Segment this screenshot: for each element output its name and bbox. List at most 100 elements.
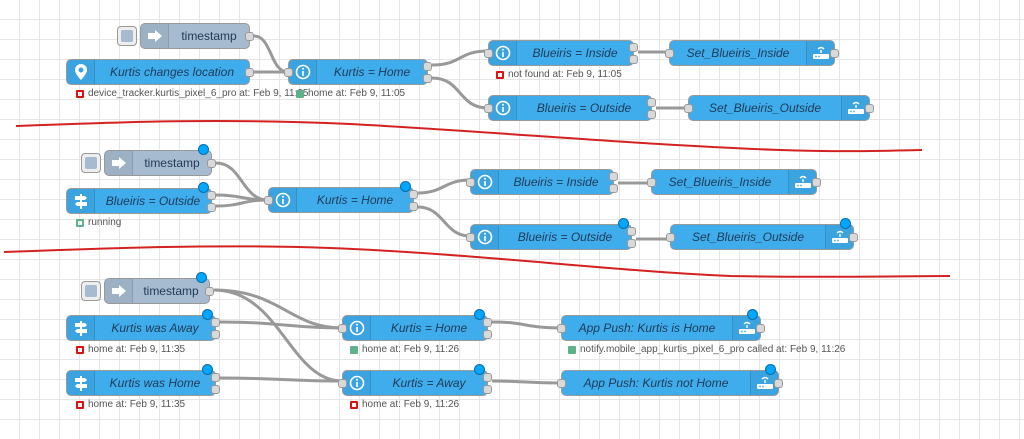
status-error-icon [76,400,84,409]
changed-indicator [747,309,758,320]
output-port-false[interactable] [629,55,638,64]
service-node-set-blueiris-outside[interactable]: Set_Blueiris_Outside [666,218,858,250]
input-port[interactable] [647,178,656,187]
node-label: Kurtis = Home [390,321,468,335]
output-port-true[interactable] [629,43,638,52]
service-node-app-push-kurtis-not-home[interactable]: App Push: Kurtis not Home [557,364,783,396]
router-icon [750,371,778,395]
state-node-blueiris-inside[interactable]: Blueiris = Inside [466,169,618,195]
changed-indicator [202,309,213,320]
router-icon [788,170,816,194]
input-port[interactable] [684,104,693,113]
input-port[interactable] [665,49,674,58]
input-port[interactable] [557,379,566,388]
output-port-true[interactable] [647,98,656,107]
output-port[interactable] [207,159,216,168]
output-port-1[interactable] [211,318,220,327]
input-port[interactable] [666,233,675,242]
input-port[interactable] [284,68,293,77]
status-error-icon [496,70,504,79]
output-port-2[interactable] [211,385,220,394]
output-port-false[interactable] [483,330,492,339]
input-port[interactable] [264,196,273,205]
input-port[interactable] [338,379,347,388]
output-port-true[interactable] [483,318,492,327]
output-port-2[interactable] [211,330,220,339]
input-port[interactable] [557,324,566,333]
output-port[interactable] [812,178,821,187]
node-label: Kurtis = Home [316,193,394,207]
output-port-false[interactable] [627,239,636,248]
output-port[interactable] [205,287,214,296]
output-port-false[interactable] [423,74,432,83]
output-port-false[interactable] [409,202,418,211]
info-icon [471,225,499,249]
changed-indicator [765,364,776,375]
output-port[interactable] [245,68,254,77]
node-status: home at: Feb 9, 11:26 [350,399,459,410]
output-port-1[interactable] [207,191,216,200]
switch-node-kurtis-was-home[interactable]: Kurtis was Home [66,364,220,396]
input-port[interactable] [466,233,475,242]
status-ok-icon [296,89,304,98]
state-node-kurtis-home[interactable]: Kurtis = Home [338,309,492,341]
red-separator-lines [3,119,951,278]
input-port[interactable] [484,104,493,113]
output-port[interactable] [830,49,839,58]
state-node-kurtis-away[interactable]: Kurtis = Away [338,364,492,396]
inject-button[interactable] [81,281,101,301]
output-port[interactable] [774,379,783,388]
input-port[interactable] [338,324,347,333]
info-icon [269,188,297,212]
state-node-blueiris-outside[interactable]: Blueiris = Outside [484,95,656,121]
router-icon [841,96,869,120]
output-port-false[interactable] [609,184,618,193]
input-port[interactable] [484,49,493,58]
changed-indicator [474,309,485,320]
service-node-app-push-kurtis-is-home[interactable]: App Push: Kurtis is Home [557,309,765,341]
inject-node-timestamp[interactable]: timestamp [117,23,254,49]
inject-button[interactable] [81,153,101,173]
output-port-false[interactable] [483,385,492,394]
state-node-kurtis-home[interactable]: Kurtis = Home [264,181,418,213]
changed-indicator [618,218,629,229]
output-port-2[interactable] [207,203,216,212]
state-node-blueiris-inside[interactable]: Blueiris = Inside [484,40,638,66]
service-node-set-blueiris-inside[interactable]: Set_Blueiris_Inside [665,40,839,66]
output-port-true[interactable] [423,62,432,71]
state-node-blueiris-outside[interactable]: Blueiris = Outside [466,218,636,250]
node-label: Set_Blueiris_Inside [686,46,790,60]
info-icon [343,316,371,340]
service-node-set-blueiris-inside[interactable]: Set_Blueiris_Inside [647,169,821,195]
service-node-set-blueiris-outside[interactable]: Set_Blueiris_Outside [684,95,874,121]
output-port-true[interactable] [627,227,636,236]
node-status: home at: Feb 9, 11:26 [350,344,459,355]
output-port-1[interactable] [211,373,220,382]
output-port-true[interactable] [483,373,492,382]
output-port[interactable] [849,233,858,242]
router-icon [825,225,853,249]
output-port[interactable] [756,324,765,333]
inject-node-timestamp[interactable]: timestamp [81,144,216,176]
arrow-right-icon [105,279,133,303]
output-port-true[interactable] [609,172,618,181]
node-label: timestamp [181,29,237,43]
map-marker-icon [67,60,95,84]
changed-indicator [198,144,209,155]
input-port[interactable] [466,178,475,187]
inject-button[interactable] [117,26,137,46]
switch-node-kurtis-was-away[interactable]: Kurtis was Away [66,309,220,341]
inject-node-timestamp[interactable]: timestamp [81,272,214,304]
output-port[interactable] [865,104,874,113]
node-label: Blueiris = Inside [513,175,599,189]
output-port-false[interactable] [647,110,656,119]
output-port-true[interactable] [409,190,418,199]
zone-node-kurtis-changes-location[interactable]: Kurtis changes location [66,59,254,85]
switch-node-blueiris-outside[interactable]: Blueiris = Outside [66,182,216,214]
state-node-kurtis-home[interactable]: Kurtis = Home [284,59,432,85]
output-port[interactable] [245,32,254,41]
info-icon [289,60,317,84]
signpost-icon [67,316,95,340]
info-icon [471,170,499,194]
